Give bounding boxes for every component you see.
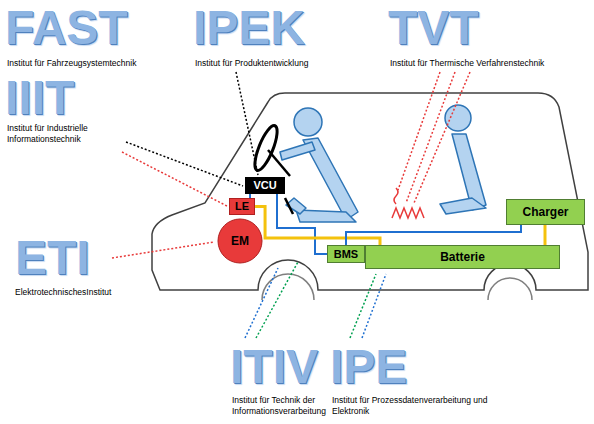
institute-name: Institut für Produktentwicklung [195, 58, 375, 69]
charger-box: Charger [506, 199, 585, 225]
pedal [285, 198, 293, 214]
leader-line [414, 72, 470, 203]
signal-wire [346, 225, 521, 245]
institute-acronym: FAST [5, 4, 128, 52]
institute-acronym: TVT [388, 4, 479, 52]
component-label: Charger [522, 206, 568, 218]
institute-acronym: ITIV [230, 343, 318, 391]
component-label: LE [235, 201, 249, 212]
leader-line [122, 152, 227, 206]
leader-line [112, 242, 214, 258]
leader-line [245, 268, 278, 338]
heater-coil [392, 208, 424, 218]
leader-line [350, 274, 376, 338]
steering-wheel [251, 123, 282, 173]
component-label: Batterie [440, 251, 485, 263]
signal-wire [277, 194, 327, 254]
passenger-figure [440, 105, 486, 214]
rear-wheel [488, 278, 532, 300]
motor-shape [218, 219, 262, 263]
institute-name: Institut für Prozessdatenverarbeitung un… [332, 395, 502, 418]
component-label: VCU [253, 180, 276, 191]
control-unit-box: VCU [245, 177, 285, 194]
power-electronics-box: LE [229, 198, 255, 215]
heater-symbol [394, 188, 398, 204]
institute-name: Institut für Industrielle Informationste… [7, 123, 122, 146]
institute-acronym: IPE [330, 343, 407, 391]
steering-column [268, 150, 290, 176]
component-label: BMS [334, 249, 358, 260]
institute-acronym: IPEK [193, 4, 305, 52]
leader-line [126, 142, 243, 186]
leader-line [406, 72, 455, 203]
bms-box: BMS [327, 245, 365, 263]
driver-figure [280, 108, 358, 222]
institute-acronym: IIIT [5, 74, 74, 122]
motor-circle: EM [217, 218, 263, 264]
leader-line [398, 72, 440, 190]
car-body [152, 93, 588, 290]
power-wire [544, 225, 547, 245]
power-wire [255, 207, 380, 246]
leader-line [236, 72, 258, 175]
leader-line [256, 262, 298, 338]
leader-line [362, 274, 386, 338]
battery-box: Batterie [365, 245, 560, 269]
component-label: EM [231, 235, 249, 247]
institute-acronym: ETI [15, 234, 90, 282]
institute-name: Institut für Thermische Verfahrenstechni… [390, 58, 590, 69]
institute-name: Institut für Fahrzeugsystemtechnik [7, 58, 187, 69]
institute-name: ElektrotechnischesInstitut [15, 287, 165, 298]
